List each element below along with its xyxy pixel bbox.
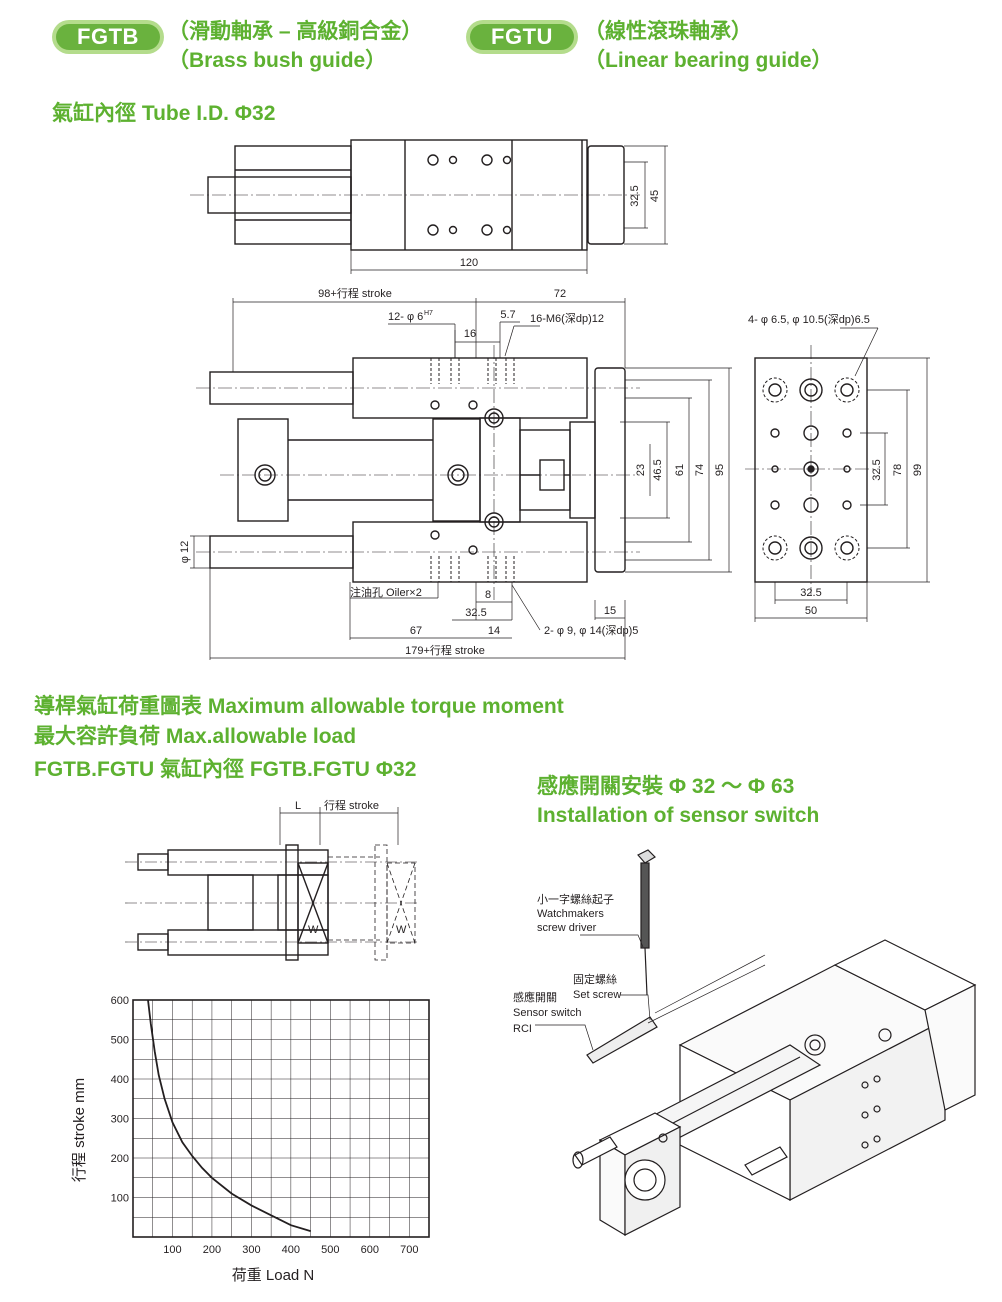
sensor-title-2: Installation of sensor switch (537, 804, 820, 827)
fgtb-badge: FGTB (52, 20, 164, 54)
dim-46-5: 46.5 (652, 459, 664, 480)
dim-45-top: 45 (649, 190, 661, 202)
x-tick-label: 100 (163, 1244, 181, 1256)
y-tick-label: 100 (111, 1193, 129, 1205)
fgtu-title-en: （Linear bearing guide） (584, 49, 833, 72)
torque-title-1: 導桿氣缸荷重圖表 Maximum allowable torque moment (34, 695, 564, 718)
dim-61: 61 (674, 464, 686, 476)
y-tick-label: 500 (111, 1035, 129, 1047)
load-curve (147, 999, 311, 1232)
x-tick-label: 600 (361, 1244, 379, 1256)
dim-16: 16 (464, 328, 476, 340)
chart-frame (132, 999, 430, 1238)
dim-98-stroke: 98+行程 stroke (318, 287, 392, 300)
fgtu-badge: FGTU (466, 20, 578, 54)
y-tick-label: 600 (111, 995, 129, 1007)
sensor-title-1: 感應開關安裝 Φ 32 ～ Φ 63 (537, 775, 795, 798)
driver-label-cn: 小一字螺絲起子 (537, 892, 614, 906)
dim-32-5-top: 32.5 (629, 185, 641, 206)
dim-120: 120 (460, 257, 478, 269)
dim-14: 14 (488, 625, 500, 637)
x-tick-label: 500 (321, 1244, 339, 1256)
dim-5-7: 5.7 (500, 309, 515, 321)
schematic-stroke: 行程 stroke (324, 799, 379, 812)
dim-95: 95 (714, 464, 726, 476)
technical-drawings: 32.5 45 120 98+行程 stroke 72 12- φ 6 H7 5… (179, 139, 930, 660)
y-tick-label: 200 (111, 1153, 129, 1165)
screw-label-en: Set screw (573, 989, 621, 1001)
fgtb-title-cn: （滑動軸承 – 高級銅合金） (168, 20, 423, 43)
dim-32-5-side-v: 32.5 (871, 459, 883, 480)
fgtb-title-en: （Brass bush guide） (168, 49, 387, 72)
dim-16-m6: 16-M6(深dp)12 (530, 312, 604, 325)
dim-50: 50 (805, 605, 817, 617)
oiler-label: 注油孔 Oiler×2 (350, 585, 422, 599)
dim-78: 78 (892, 464, 904, 476)
torque-title-3: FGTB.FGTU 氣缸內徑 FGTB.FGTU Φ32 (34, 758, 417, 781)
dim-67: 67 (410, 625, 422, 637)
schematic-L: L (295, 800, 301, 812)
schematic-W-dashed: W (396, 924, 407, 936)
switch-label-en: Sensor switch (513, 1007, 581, 1019)
dim-179-stroke: 179+行程 stroke (405, 644, 485, 657)
driver-label-en1: Watchmakers (537, 908, 604, 920)
dim-h7: H7 (424, 310, 433, 317)
dim-2-holes: 2- φ 9, φ 14(深dp)5 (544, 624, 638, 637)
dim-99: 99 (912, 464, 924, 476)
fgtu-title-cn: （線性滾珠軸承） (584, 20, 752, 43)
y-tick-label: 400 (111, 1074, 129, 1086)
x-tick-label: 700 (400, 1244, 418, 1256)
driver-label-en2: screw driver (537, 922, 597, 934)
dim-15: 15 (604, 605, 616, 617)
torque-title-2: 最大容許負荷 Max.allowable load (34, 725, 357, 748)
section-title: 氣缸內徑 Tube I.D. Φ32 (52, 102, 276, 125)
dim-12-holes: 12- φ 6 (388, 311, 423, 323)
switch-label-code: RCI (513, 1023, 532, 1035)
dim-phi12: φ 12 (179, 541, 191, 563)
y-tick-label: 300 (111, 1114, 129, 1126)
dim-32-5-side-h: 32.5 (800, 587, 821, 599)
dim-8: 8 (485, 589, 491, 601)
x-tick-label: 400 (282, 1244, 300, 1256)
load-schematic: L 行程 stroke W W (125, 799, 420, 961)
dim-74: 74 (694, 464, 706, 476)
y-axis-label: 行程 stroke mm (71, 1078, 88, 1182)
x-tick-label: 300 (242, 1244, 260, 1256)
x-tick-label: 200 (203, 1244, 221, 1256)
sensor-illustration: 小一字螺絲起子 Watchmakers screw driver 固定螺絲 Se… (513, 849, 977, 1237)
side-holes-label: 4- φ 6.5, φ 10.5(深dp)6.5 (748, 313, 870, 326)
x-axis-label: 荷重 Load N (232, 1267, 315, 1284)
screw-label-cn: 固定螺絲 (573, 972, 617, 986)
dim-32-5-front: 32.5 (465, 607, 486, 619)
schematic-W: W (308, 924, 319, 936)
dim-23: 23 (635, 464, 647, 476)
switch-label-cn: 感應開關 (513, 990, 557, 1004)
dim-72: 72 (554, 288, 566, 300)
